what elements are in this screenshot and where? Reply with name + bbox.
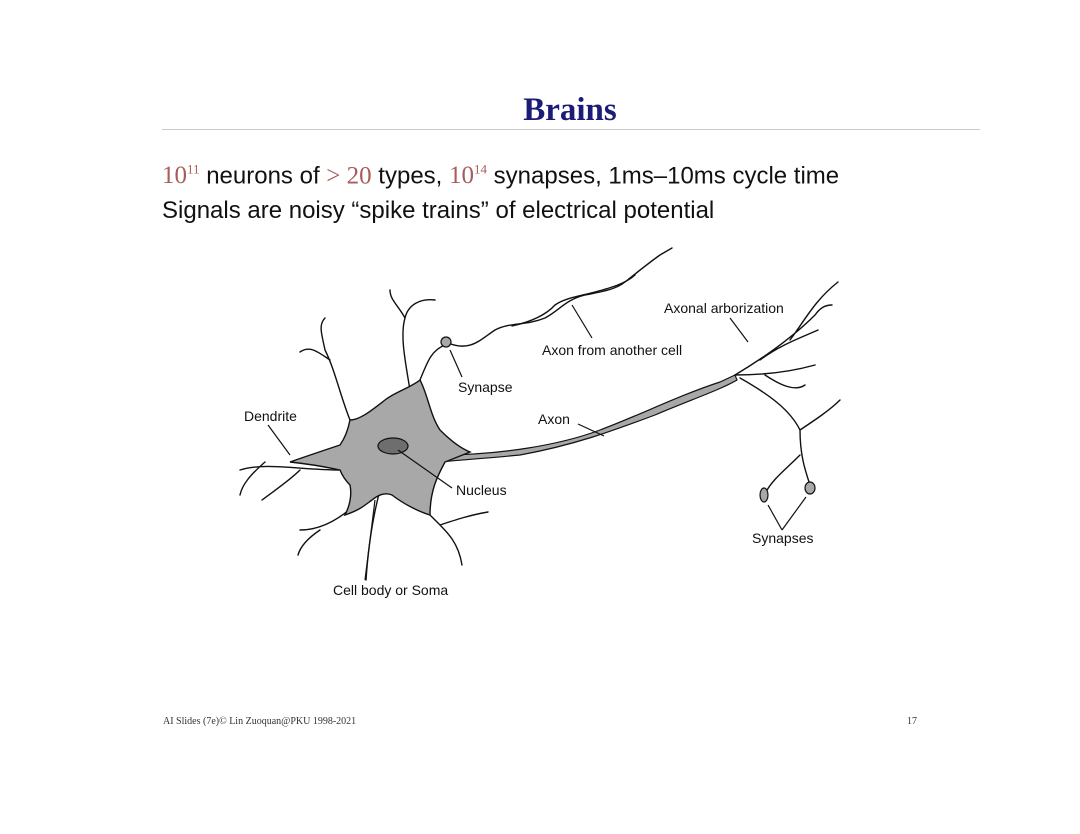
nucleus <box>377 437 409 455</box>
math-neurons: 1011 <box>162 162 200 190</box>
text-neurons-of: neurons of <box>199 162 327 190</box>
synapse-terminal <box>440 336 452 348</box>
footer-credit: AI Slides (7e)© Lin Zuoquan@PKU 1998-202… <box>163 716 357 727</box>
leader-arborization <box>729 317 749 343</box>
leader-nucleus <box>397 449 453 489</box>
dendrite-branch <box>299 317 351 421</box>
slide-title: Brains <box>523 92 617 128</box>
leader-synapses <box>781 496 807 531</box>
leader-axon <box>577 423 605 437</box>
leader-dendrite <box>267 424 291 456</box>
dendrite-branch <box>239 461 341 501</box>
math-types-count: > 20 <box>326 162 372 190</box>
text-types: types, <box>371 162 450 190</box>
label-synapses: Synapses <box>752 530 813 546</box>
label-dendrite: Dendrite <box>244 408 297 424</box>
dendrite-branch <box>419 344 446 381</box>
arborization <box>739 377 841 493</box>
dendrite-branch <box>429 511 489 566</box>
label-nucleus: Nucleus <box>456 482 507 498</box>
label-axon: Axon <box>538 411 570 427</box>
incoming-axon-edge <box>511 274 636 327</box>
title-rule <box>162 129 980 130</box>
synapse-terminal <box>804 481 816 495</box>
incoming-axon <box>447 247 673 347</box>
text-synapses-cycle: synapses, 1ms–10ms cycle time <box>487 162 840 190</box>
fact-line-2: Signals are noisy “spike trains” of elec… <box>162 197 715 224</box>
axon-shaft <box>439 374 738 463</box>
math-synapses: 1014 <box>449 162 488 190</box>
label-cell-body: Cell body or Soma <box>333 582 448 598</box>
leader-axon-other <box>571 304 593 339</box>
label-axonal-arborization: Axonal arborization <box>664 300 784 316</box>
leader-soma <box>364 499 376 581</box>
label-axon-from-another-cell: Axon from another cell <box>542 342 682 358</box>
dendrite-branch <box>389 289 436 391</box>
label-synapse: Synapse <box>458 379 513 395</box>
synapse-terminal <box>759 487 769 503</box>
arborization <box>734 364 816 389</box>
arborization <box>734 281 839 376</box>
footer-page-number: 17 <box>907 716 917 727</box>
leader-synapses <box>767 504 783 531</box>
leader-synapse <box>449 349 463 378</box>
fact-line-1: 1011 neurons of > 20 types, 1014 synapse… <box>162 162 839 190</box>
